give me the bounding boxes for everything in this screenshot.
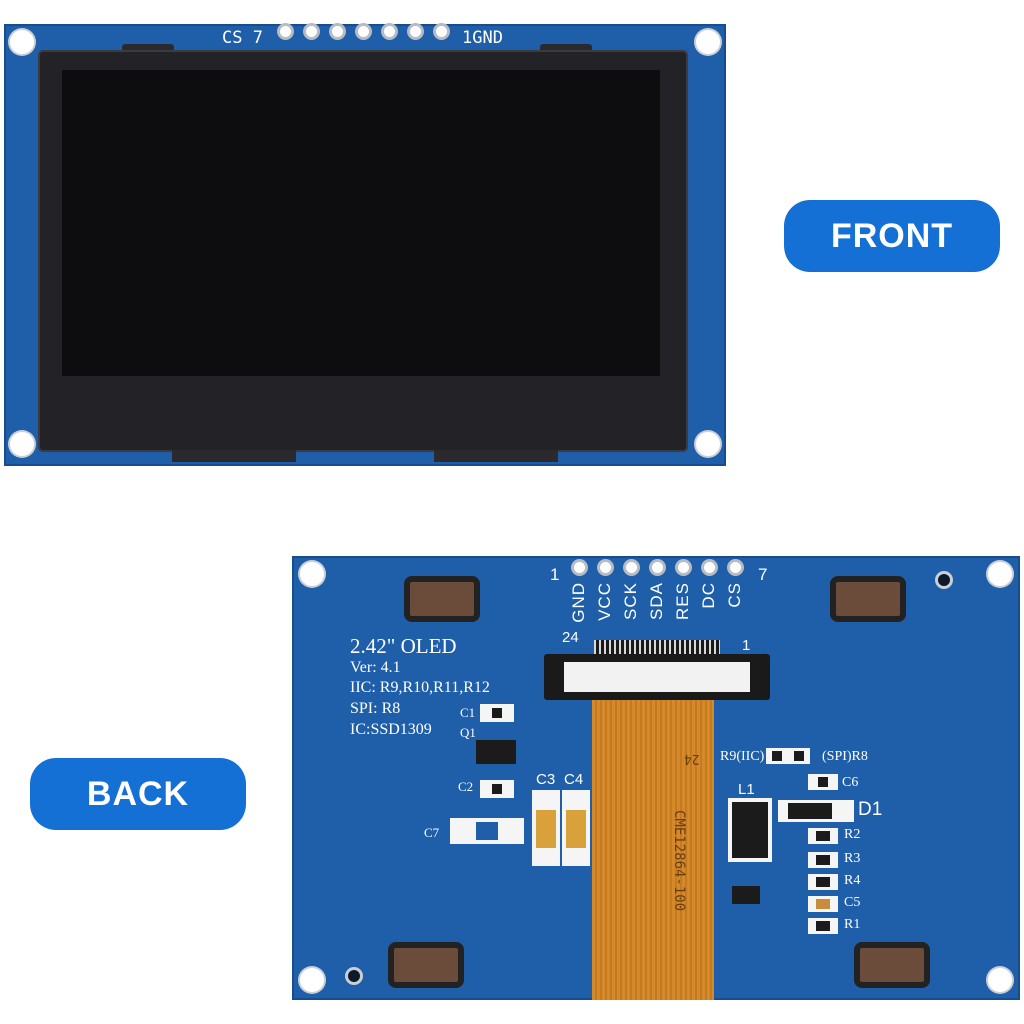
label-r2: R2 [844,827,861,842]
capacitor-c6 [808,774,838,790]
back-label: BACK [30,758,246,830]
mount-hole [300,562,324,586]
capacitor-c4 [562,790,590,866]
label-c7: C7 [424,825,440,840]
resistor-r1 [808,918,838,934]
info-spi: SPI: R8 [350,700,401,717]
resistor-r3 [808,852,838,868]
diode-d1 [778,800,854,822]
pin-label-sck: SCK [621,582,640,620]
panel-tab [122,44,174,52]
label-r4: R4 [844,873,861,888]
label-c4: C4 [564,771,584,788]
label-l1: L1 [738,781,755,798]
solder-lug [830,576,906,622]
label-d1: D1 [858,799,883,820]
via [348,970,360,982]
capacitor-c5 [808,896,838,912]
transistor-q1 [476,740,516,764]
fpc-connector [544,640,770,700]
info-title: 2.42" OLED [350,634,457,658]
resistor-r4 [808,874,838,890]
pin-label-vcc: VCC [595,582,614,621]
pin-label-gnd: GND [569,582,588,623]
flex-label-24: 24 [684,751,700,766]
pin-label-res: RES [673,582,692,620]
label-c2: C2 [458,779,474,794]
info-iic: IIC: R9,R10,R11,R12 [350,679,490,696]
back-pin-header [574,562,744,578]
pin-label-cs: CS [725,582,744,608]
label-spi-r8: (SPI)R8 [822,749,868,764]
capacitor-c1 [480,704,514,722]
oled-panel [40,52,686,450]
mount-hole [696,30,720,54]
mount-hole [696,432,720,456]
flex-code-label: CME12864-100 [671,810,687,912]
capacitor-c3 [532,790,560,866]
front-pin-header [280,26,450,42]
panel-tab [540,44,592,52]
label-r1: R1 [844,917,861,932]
resistor-r2 [808,828,838,844]
connector-label-right: 1 [742,637,751,654]
label-c1: C1 [460,705,476,720]
label-q1: Q1 [460,725,476,740]
front-pin-label-right: 1GND [462,28,503,48]
capacitor-c7 [450,818,524,844]
back-pin-first: 1 [550,565,560,584]
info-ic: IC:SSD1309 [350,721,432,738]
back-board: 1 7 GND VCC SCK SDA RES DC CS 24 1 24 CM… [292,556,1020,1000]
mount-hole [300,968,324,992]
mount-hole [988,562,1012,586]
fpc-latch [564,662,750,692]
oled-active-area [62,70,660,376]
front-board: CS 7 1GND [4,24,726,466]
via [938,574,950,586]
capacitor-c2 [480,780,514,798]
fpc-teeth [594,640,720,654]
front-label: FRONT [784,200,1000,272]
solder-lug [388,942,464,988]
pin-label-sda: SDA [647,582,666,620]
front-pin-label-left: CS 7 [222,28,263,48]
label-c6: C6 [842,775,859,790]
back-pin-last: 7 [758,565,768,584]
mount-hole [10,30,34,54]
label-c5: C5 [844,895,861,910]
solder-lug [404,576,480,622]
pin-label-dc: DC [699,582,718,609]
flex-cable [592,700,714,1000]
mount-hole [988,968,1012,992]
jumper-r9-r8 [766,748,810,764]
connector-label-left: 24 [562,629,579,646]
label-r9-iic: R9(IIC) [720,749,765,764]
inductor-l1 [732,802,768,858]
label-c3: C3 [536,771,556,788]
info-version: Ver: 4.1 [350,659,401,676]
label-r3: R3 [844,851,861,866]
mount-hole [10,432,34,456]
panel-tab [434,450,558,462]
panel-tab [172,450,296,462]
ic-chip [732,886,760,904]
solder-lug [854,942,930,988]
